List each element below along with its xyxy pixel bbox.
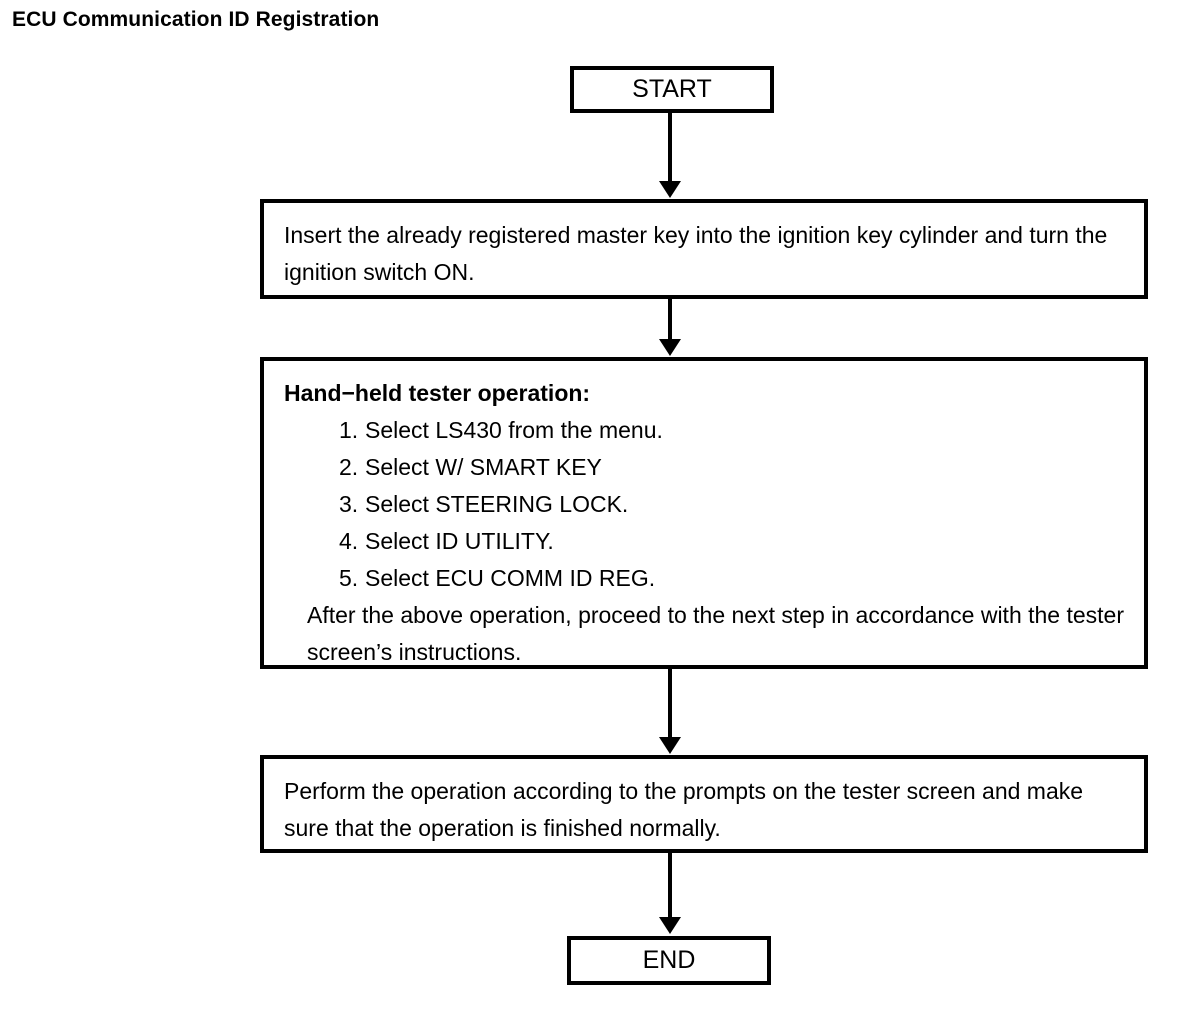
- connector-line: [668, 853, 672, 919]
- flow-node-verify-text: Perform the operation according to the p…: [284, 778, 1084, 841]
- list-item: 2.Select W/ SMART KEY: [339, 449, 1130, 486]
- tester-step-list: 1.Select LS430 from the menu. 2.Select W…: [284, 412, 1130, 597]
- step-number: 3.: [339, 491, 359, 517]
- flow-node-start-label: START: [632, 75, 712, 103]
- list-item: 5.Select ECU COMM ID REG.: [339, 560, 1130, 597]
- step-number: 2.: [339, 454, 359, 480]
- connector-line: [668, 299, 672, 341]
- connector-line: [668, 669, 672, 739]
- step-number: 5.: [339, 565, 359, 591]
- flow-node-end-label: END: [642, 946, 696, 974]
- flow-node-ignition-text: Insert the already registered master key…: [284, 222, 1108, 285]
- list-item: 3.Select STEERING LOCK.: [339, 486, 1130, 523]
- tester-operation-heading: Hand−held tester operation:: [284, 380, 591, 406]
- arrowhead-down-icon: [659, 737, 681, 754]
- flow-node-end: END: [567, 936, 771, 985]
- flow-node-verify: Perform the operation according to the p…: [260, 755, 1148, 853]
- step-text: Select W/ SMART KEY: [365, 454, 602, 480]
- arrowhead-down-icon: [659, 181, 681, 198]
- flow-node-tester-operation: Hand−held tester operation: 1.Select LS4…: [260, 357, 1148, 669]
- tester-operation-note: After the above operation, proceed to th…: [307, 602, 1125, 665]
- arrowhead-down-icon: [659, 917, 681, 934]
- step-text: Select ID UTILITY.: [365, 528, 554, 554]
- arrowhead-down-icon: [659, 339, 681, 356]
- step-number: 4.: [339, 528, 359, 554]
- step-text: Select STEERING LOCK.: [365, 491, 629, 517]
- step-text: Select ECU COMM ID REG.: [365, 565, 656, 591]
- list-item: 4.Select ID UTILITY.: [339, 523, 1130, 560]
- page-title: ECU Communication ID Registration: [12, 8, 380, 31]
- flow-node-ignition: Insert the already registered master key…: [260, 199, 1148, 299]
- connector-line: [668, 113, 672, 183]
- list-item: 1.Select LS430 from the menu.: [339, 412, 1130, 449]
- step-text: Select LS430 from the menu.: [365, 417, 663, 443]
- step-number: 1.: [339, 417, 359, 443]
- flow-node-start: START: [570, 66, 774, 113]
